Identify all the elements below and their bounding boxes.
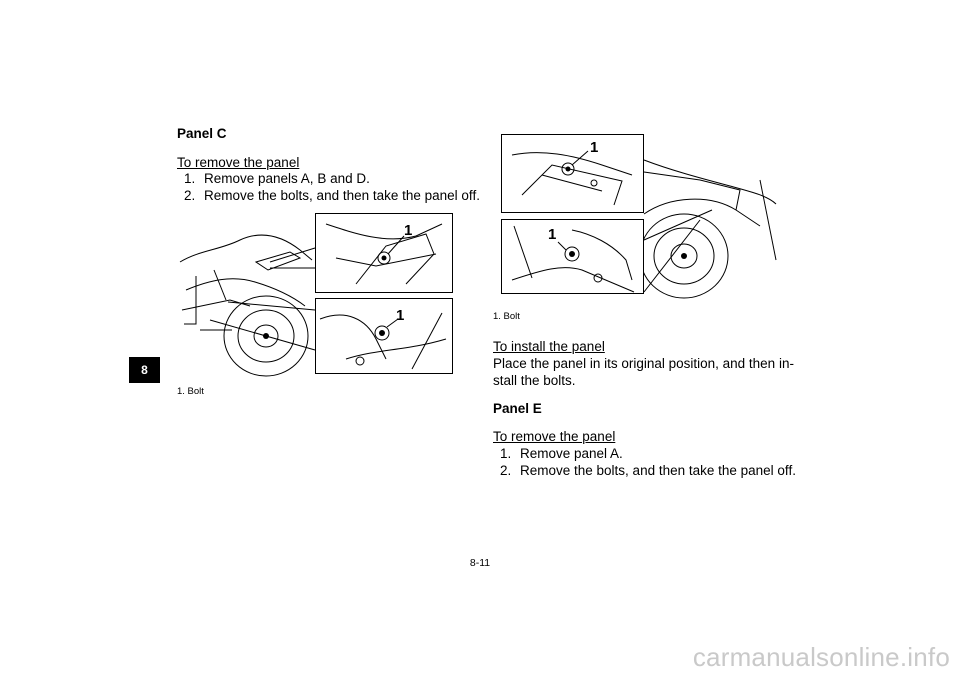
- watermark: carmanualsonline.info: [692, 642, 950, 672]
- detail-box-lower-right: 1: [501, 219, 644, 294]
- detail-box-upper-right: 1: [501, 134, 644, 213]
- figure-caption: 1. Bolt: [177, 386, 204, 397]
- section-heading-panel-e: Panel E: [493, 401, 542, 416]
- step-number: 2.: [500, 463, 512, 478]
- install-instructions: Place the panel in its original position…: [493, 355, 794, 389]
- chapter-tab: 8: [129, 357, 160, 383]
- step-number: 1.: [184, 171, 196, 186]
- step-number: 1.: [500, 446, 512, 461]
- install-text-line: stall the bolts.: [493, 373, 576, 388]
- callout-number: 1: [548, 226, 557, 243]
- remove-subheading: To remove the panel: [493, 429, 616, 444]
- detail-box-upper-left: 1: [315, 213, 453, 293]
- page-number: 8-11: [469, 557, 491, 569]
- step-item: 2. Remove the bolts, and then take the pa…: [500, 462, 796, 479]
- step-item: 2. Remove the bolts, and then take the pa…: [184, 187, 480, 204]
- step-text: Remove the bolts, and then take the pane…: [204, 188, 480, 203]
- install-subheading: To install the panel: [493, 339, 605, 354]
- callout-number: 1: [590, 139, 599, 156]
- detail-box-lower-left: 1: [315, 298, 453, 374]
- step-item: 1. Remove panels A, B and D.: [184, 170, 370, 187]
- step-text: Remove the bolts, and then take the pane…: [520, 463, 796, 478]
- step-text: Remove panels A, B and D.: [204, 171, 370, 186]
- callout-number: 1: [396, 307, 405, 324]
- install-text-line: Place the panel in its original position…: [493, 356, 794, 371]
- callout-number: 1: [404, 222, 413, 239]
- step-text: Remove panel A.: [520, 446, 623, 461]
- section-heading-panel-c: Panel C: [177, 126, 227, 141]
- figure-caption: 1. Bolt: [493, 311, 520, 322]
- remove-subheading: To remove the panel: [177, 155, 300, 170]
- step-item: 1. Remove panel A.: [500, 445, 623, 462]
- step-number: 2.: [184, 188, 196, 203]
